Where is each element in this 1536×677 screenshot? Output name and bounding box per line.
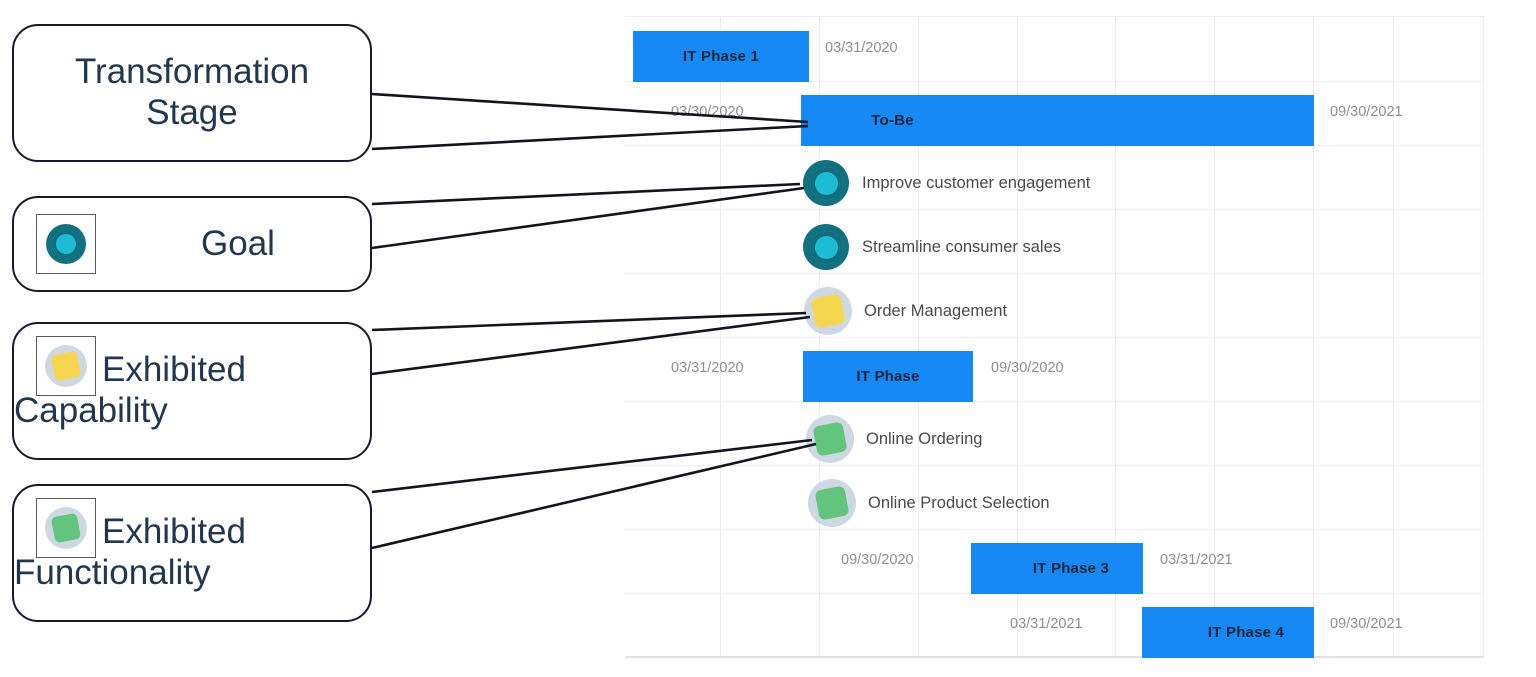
legend-callout-exhibited-capability[interactable]: Exhibited Capability [12, 322, 372, 460]
gantt-gridline-row [625, 401, 1484, 402]
gantt-end-date: 03/31/2020 [825, 40, 898, 56]
gantt-end-date: 09/30/2021 [1330, 104, 1403, 120]
gantt-item-label: Order Management [864, 301, 1008, 320]
legend-label-line1: Exhibited [102, 512, 246, 552]
legend-label-line1: Transformation [74, 52, 310, 92]
legend-label-functionality: Exhibited Functionality [10, 512, 370, 593]
gantt-item-label: Improve customer engagement [862, 173, 1091, 192]
legend-label-capability: Exhibited Capability [10, 350, 370, 431]
legend-swatch-capability [36, 336, 96, 396]
gantt-gridline-row [625, 529, 1484, 530]
gantt-gridline-column [1214, 17, 1215, 656]
gantt-item-improve-customer-engagement[interactable]: Improve customer engagement [800, 157, 1090, 209]
gantt-gridline-column [1313, 17, 1314, 656]
gantt-gridline-row [625, 465, 1484, 466]
gantt-gridline-column [1393, 17, 1394, 656]
gantt-bar-it-phase-3[interactable]: IT Phase 3 [971, 543, 1143, 594]
gantt-item-label: Online Product Selection [868, 493, 1050, 512]
gantt-row: Streamline consumer sales [625, 209, 1484, 273]
gantt-bar-label: To-Be [871, 112, 914, 129]
gantt-item-order-management[interactable]: Order Management [802, 285, 1007, 337]
gantt-bar-to-be[interactable]: To-Be [801, 95, 1314, 146]
gantt-row: Order Management [625, 273, 1484, 337]
gantt-bar-label: IT Phase [856, 368, 920, 385]
gantt-bar-label: IT Phase 3 [1032, 560, 1110, 577]
gantt-start-date: 09/30/2020 [841, 552, 914, 568]
green-diamond-icon [804, 413, 856, 465]
gantt-item-label: Streamline consumer sales [862, 237, 1061, 256]
goal-target-icon [46, 224, 86, 264]
gantt-gridline-row [625, 273, 1484, 274]
gantt-start-date: 03/31/2021 [1010, 616, 1083, 632]
legend-swatch-functionality [36, 498, 96, 558]
legend-label-line2: Stage [146, 93, 238, 132]
gantt-gridline-column [1115, 17, 1116, 656]
gantt-row: IT Phase 1 03/31/2020 [625, 17, 1484, 82]
gantt-item-online-ordering[interactable]: Online Ordering [804, 413, 982, 465]
gantt-bar-label: IT Phase 1 [682, 48, 760, 65]
gantt-gridline-row [625, 209, 1484, 210]
gantt-row: 09/30/2020 IT Phase 3 03/31/2021 [625, 529, 1484, 594]
gantt-bar-label: IT Phase 4 [1207, 624, 1285, 641]
gantt-chart: IT Phase 1 03/31/2020 03/30/2020 To-Be 0… [625, 16, 1484, 658]
yellow-diamond-icon [45, 345, 87, 387]
goal-target-icon [800, 221, 852, 273]
gantt-row: Improve customer engagement [625, 145, 1484, 209]
legend-label-line2: Capability [14, 391, 168, 430]
green-diamond-icon [45, 507, 87, 549]
legend-callout-exhibited-functionality[interactable]: Exhibited Functionality [12, 484, 372, 622]
legend-callout-goal[interactable]: Goal [12, 196, 372, 292]
gantt-bar-it-phase-4[interactable]: IT Phase 4 [1142, 607, 1314, 658]
gantt-gridline-column [819, 17, 820, 656]
gantt-row: 03/30/2020 To-Be 09/30/2021 [625, 81, 1484, 146]
legend-callout-transformation-stage[interactable]: Transformation Stage [12, 24, 372, 162]
gantt-gridline-column [1017, 17, 1018, 656]
legend-label-transformation-stage: Transformation Stage [14, 52, 370, 133]
gantt-bar-it-phase-2[interactable]: IT Phase [803, 351, 973, 402]
gantt-gridline-row [625, 337, 1484, 338]
gantt-item-label: Online Ordering [866, 429, 983, 448]
gantt-end-date: 03/31/2021 [1160, 552, 1233, 568]
legend-swatch-goal [36, 214, 96, 274]
gantt-end-date: 09/30/2021 [1330, 616, 1403, 632]
gantt-bar-it-phase-1[interactable]: IT Phase 1 [633, 31, 809, 82]
gantt-row: 03/31/2021 IT Phase 4 09/30/2021 [625, 593, 1484, 658]
yellow-diamond-icon [802, 285, 854, 337]
gantt-gridline-row [625, 81, 1484, 82]
gantt-row: Online Product Selection [625, 465, 1484, 529]
gantt-gridline-column [1483, 17, 1484, 656]
legend-label-goal: Goal [201, 223, 275, 263]
gantt-start-date: 03/31/2020 [671, 360, 744, 376]
gantt-item-online-product-selection[interactable]: Online Product Selection [806, 477, 1050, 529]
goal-target-icon [800, 157, 852, 209]
gantt-start-date: 03/30/2020 [671, 104, 744, 120]
gantt-gridline-column [918, 17, 919, 656]
gantt-row: Online Ordering [625, 401, 1484, 465]
gantt-row: 03/31/2020 IT Phase 09/30/2020 [625, 337, 1484, 402]
gantt-end-date: 09/30/2020 [991, 360, 1064, 376]
legend-label-line1: Exhibited [102, 350, 246, 390]
green-diamond-icon [806, 477, 858, 529]
gantt-item-streamline-consumer-sales[interactable]: Streamline consumer sales [800, 221, 1061, 273]
legend-label-line2: Functionality [14, 553, 211, 592]
